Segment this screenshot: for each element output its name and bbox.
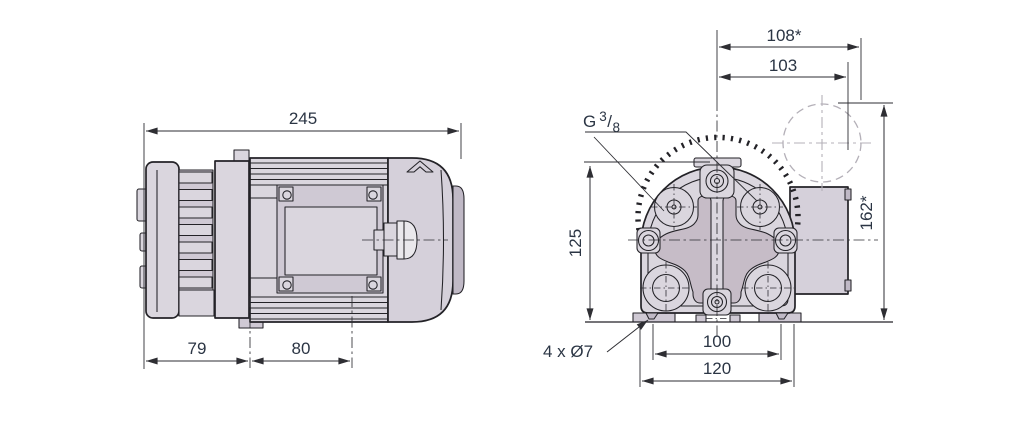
screw-left xyxy=(636,227,661,254)
dim-center-to-box: 103 xyxy=(718,56,847,81)
dim-label-100: 100 xyxy=(703,332,731,351)
front-view xyxy=(585,95,893,337)
dim-label-79: 79 xyxy=(188,339,207,358)
dim-label-162: 162* xyxy=(857,195,876,230)
dim-label-245: 245 xyxy=(289,109,317,128)
motor-nameplate xyxy=(276,184,384,294)
mounting-hole-right xyxy=(742,262,794,314)
mounting-hole-left xyxy=(640,262,692,314)
recess-left xyxy=(654,195,712,304)
dim-label-80: 80 xyxy=(292,339,311,358)
port-left xyxy=(651,184,697,230)
bottom-tab-left xyxy=(695,314,707,323)
dim-pump-head-length: 79 xyxy=(145,339,249,365)
pump-fins xyxy=(178,169,215,317)
dimensions-side-view: 245 79 80 xyxy=(143,109,462,369)
plug-clearance-circle xyxy=(772,95,875,191)
dim-foot-width: 120 xyxy=(641,359,793,385)
dim-label-103: 103 xyxy=(769,56,797,75)
dim-motor-foot-spacing: 80 xyxy=(251,339,351,365)
foot-slot-left xyxy=(645,312,659,320)
mounting-flange xyxy=(214,160,250,319)
motor-fins-bottom xyxy=(250,296,388,320)
dim-foot-hole-spacing: 100 xyxy=(654,332,780,358)
terminal-box xyxy=(789,186,852,295)
mounting-holes-callout: 4 x Ø7 xyxy=(543,319,649,361)
recess-right xyxy=(722,195,780,304)
pump-cover xyxy=(145,161,180,319)
dim-total-height: 162* xyxy=(857,104,888,321)
direction-chevron-icon xyxy=(406,160,434,173)
side-view xyxy=(136,149,465,329)
dim-label-125: 125 xyxy=(566,229,585,257)
foot-slot-right xyxy=(775,312,789,320)
mounting-holes-label: 4 x Ø7 xyxy=(543,342,593,361)
dim-label-108: 108* xyxy=(767,26,802,45)
dim-overall-length: 245 xyxy=(145,109,460,135)
dim-center-to-plug: 108* xyxy=(718,26,860,51)
rear-rim xyxy=(452,185,465,295)
dim-port-height: 125 xyxy=(566,165,594,321)
bottom-tab-right xyxy=(729,314,741,323)
port-right xyxy=(737,184,783,230)
dim-label-120: 120 xyxy=(703,359,731,378)
end-cap-seam xyxy=(440,169,445,311)
screw-right xyxy=(773,227,798,254)
